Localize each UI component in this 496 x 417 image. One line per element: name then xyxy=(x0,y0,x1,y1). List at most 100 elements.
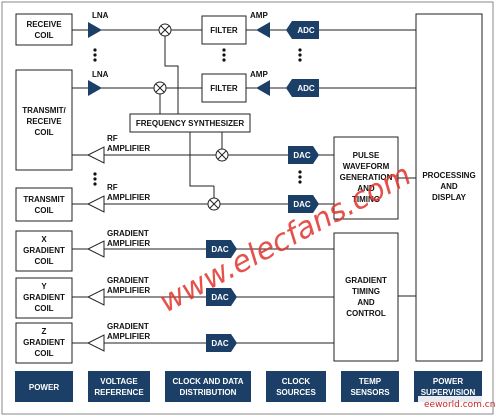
lna-label-2: LNA xyxy=(92,70,109,79)
bottom-power: POWER xyxy=(15,371,73,402)
svg-text:SENSORS: SENSORS xyxy=(350,388,390,397)
corner-logo: eeworld.com.cn xyxy=(418,396,495,410)
amp-label-2: AMP xyxy=(250,70,268,79)
z-gradient-label-2: GRADIENT xyxy=(23,338,65,347)
svg-text:POWER: POWER xyxy=(29,383,59,392)
rf-amplifier-1 xyxy=(86,146,105,164)
lna-amplifier-1 xyxy=(88,22,102,38)
y-gradient-coil-block: Y GRADIENT COIL xyxy=(15,277,73,319)
x-gradient-label-2: GRADIENT xyxy=(23,246,65,255)
transmit-chain-2: RF AMPLIFIER DAC xyxy=(72,183,334,213)
grad-amp-label-xa: GRADIENT xyxy=(107,229,149,238)
amp-1 xyxy=(256,22,270,38)
bottom-temp-sensors: TEMP SENSORS xyxy=(341,371,399,402)
grad-amp-label-ya: GRADIENT xyxy=(107,276,149,285)
grad-timing-label-3: AND xyxy=(357,298,375,307)
dac-x xyxy=(206,240,237,258)
x-gradient-label-3: COIL xyxy=(34,257,53,266)
rf-amp-label-1a: RF xyxy=(107,134,118,143)
y-gradient-label-2: GRADIENT xyxy=(23,293,65,302)
transmit-coil-label-1: TRANSMIT xyxy=(23,195,64,204)
transmit-coil-label-2: COIL xyxy=(34,206,53,215)
adc-2 xyxy=(286,79,319,97)
dac-z xyxy=(206,334,237,352)
receive-coil-block: RECEIVE COIL xyxy=(15,13,73,46)
y-gradient-label-3: COIL xyxy=(34,304,53,313)
svg-text:POWER: POWER xyxy=(433,377,463,386)
frequency-synthesizer-label: FREQUENCY SYNTHESIZER xyxy=(136,119,245,128)
receive-chain-1: LNA FILTER AMP ADC xyxy=(72,11,416,45)
gradient-chain-x: GRADIENT AMPLIFIER DAC xyxy=(72,229,334,258)
dac-1 xyxy=(288,146,319,164)
dac-2 xyxy=(288,195,319,213)
ellipsis-dots-tx xyxy=(93,170,302,186)
svg-text:VOLTAGE: VOLTAGE xyxy=(100,377,138,386)
frequency-synthesizer: FREQUENCY SYNTHESIZER xyxy=(129,36,251,187)
processing-label-3: DISPLAY xyxy=(432,193,467,202)
lna-label-1: LNA xyxy=(92,11,109,20)
transmit-receive-coil-label-1: TRANSMIT/ xyxy=(22,106,66,115)
rf-amp-label-2b: AMPLIFIER xyxy=(107,193,150,202)
svg-text:REFERENCE: REFERENCE xyxy=(94,388,144,397)
pulse-label-4: AND xyxy=(357,184,375,193)
svg-text:SUPERVISION: SUPERVISION xyxy=(421,388,476,397)
transmit-receive-coil-block: TRANSMIT/ RECEIVE COIL xyxy=(15,69,73,171)
filter-label-2: FILTER xyxy=(210,84,238,93)
receive-coil-label-1: RECEIVE xyxy=(26,20,62,29)
bottom-voltage-reference: VOLTAGE REFERENCE xyxy=(88,371,150,402)
gradient-chain-z: GRADIENT AMPLIFIER DAC xyxy=(72,322,334,352)
svg-text:CLOCK AND DATA: CLOCK AND DATA xyxy=(173,377,244,386)
pulse-label-1: PULSE xyxy=(353,151,380,160)
dac-label-y: DAC xyxy=(211,293,229,302)
pulse-waveform-block: PULSE WAVEFORM GENERATION AND TIMING xyxy=(333,136,416,220)
rf-amp-label-1b: AMPLIFIER xyxy=(107,144,150,153)
grad-amp-label-zb: AMPLIFIER xyxy=(107,332,150,341)
lna-amplifier-2 xyxy=(88,80,102,96)
y-gradient-label-1: Y xyxy=(41,282,47,291)
grad-timing-label-4: CONTROL xyxy=(346,309,386,318)
svg-text:CLOCK: CLOCK xyxy=(282,377,311,386)
transmit-receive-coil-label-3: COIL xyxy=(34,128,53,137)
receive-coil-label-2: COIL xyxy=(34,31,53,40)
grad-timing-label-2: TIMING xyxy=(352,287,380,296)
z-gradient-coil-block: Z GRADIENT COIL xyxy=(15,322,73,364)
amp-label-1: AMP xyxy=(250,11,268,20)
transmit-coil-block: TRANSMIT COIL xyxy=(15,187,73,222)
dac-label-2: DAC xyxy=(293,200,311,209)
adc-label-1: ADC xyxy=(297,26,315,35)
dac-y xyxy=(206,288,237,306)
pulse-label-2: WAVEFORM xyxy=(343,162,390,171)
dac-label-x: DAC xyxy=(211,245,229,254)
x-gradient-coil-block: X GRADIENT COIL xyxy=(15,230,73,272)
x-gradient-label-1: X xyxy=(41,235,47,244)
gradient-chain-y: GRADIENT AMPLIFIER DAC xyxy=(72,276,334,306)
z-gradient-label-1: Z xyxy=(42,327,47,336)
filter-label-1: FILTER xyxy=(210,26,238,35)
rf-amplifier-2 xyxy=(86,195,105,213)
gradient-timing-block: GRADIENT TIMING AND CONTROL xyxy=(333,232,416,362)
adc-label-2: ADC xyxy=(297,84,315,93)
svg-text:SOURCES: SOURCES xyxy=(276,388,316,397)
processing-label-1: PROCESSING xyxy=(422,171,475,180)
transmit-receive-coil-label-2: RECEIVE xyxy=(26,117,62,126)
ellipsis-dots-rx xyxy=(93,48,302,62)
filter-2 xyxy=(201,73,247,103)
rf-amp-label-2a: RF xyxy=(107,183,118,192)
bottom-clock-sources: CLOCK SOURCES xyxy=(266,371,326,402)
z-gradient-label-3: COIL xyxy=(34,349,53,358)
bottom-clock-data-distribution: CLOCK AND DATA DISTRIBUTION xyxy=(165,371,251,402)
svg-text:TEMP: TEMP xyxy=(359,377,382,386)
filter-1 xyxy=(201,15,247,45)
processing-label-2: AND xyxy=(440,182,458,191)
grad-amp-label-za: GRADIENT xyxy=(107,322,149,331)
grad-amp-label-yb: AMPLIFIER xyxy=(107,286,150,295)
corner-logo-text: eeworld.com.cn xyxy=(424,400,495,410)
receive-chain-2: LNA FILTER AMP ADC xyxy=(72,70,416,103)
amp-2 xyxy=(256,80,270,96)
grad-timing-label-1: GRADIENT xyxy=(345,276,387,285)
adc-1 xyxy=(286,21,319,39)
pulse-label-5: TIMING xyxy=(352,195,380,204)
